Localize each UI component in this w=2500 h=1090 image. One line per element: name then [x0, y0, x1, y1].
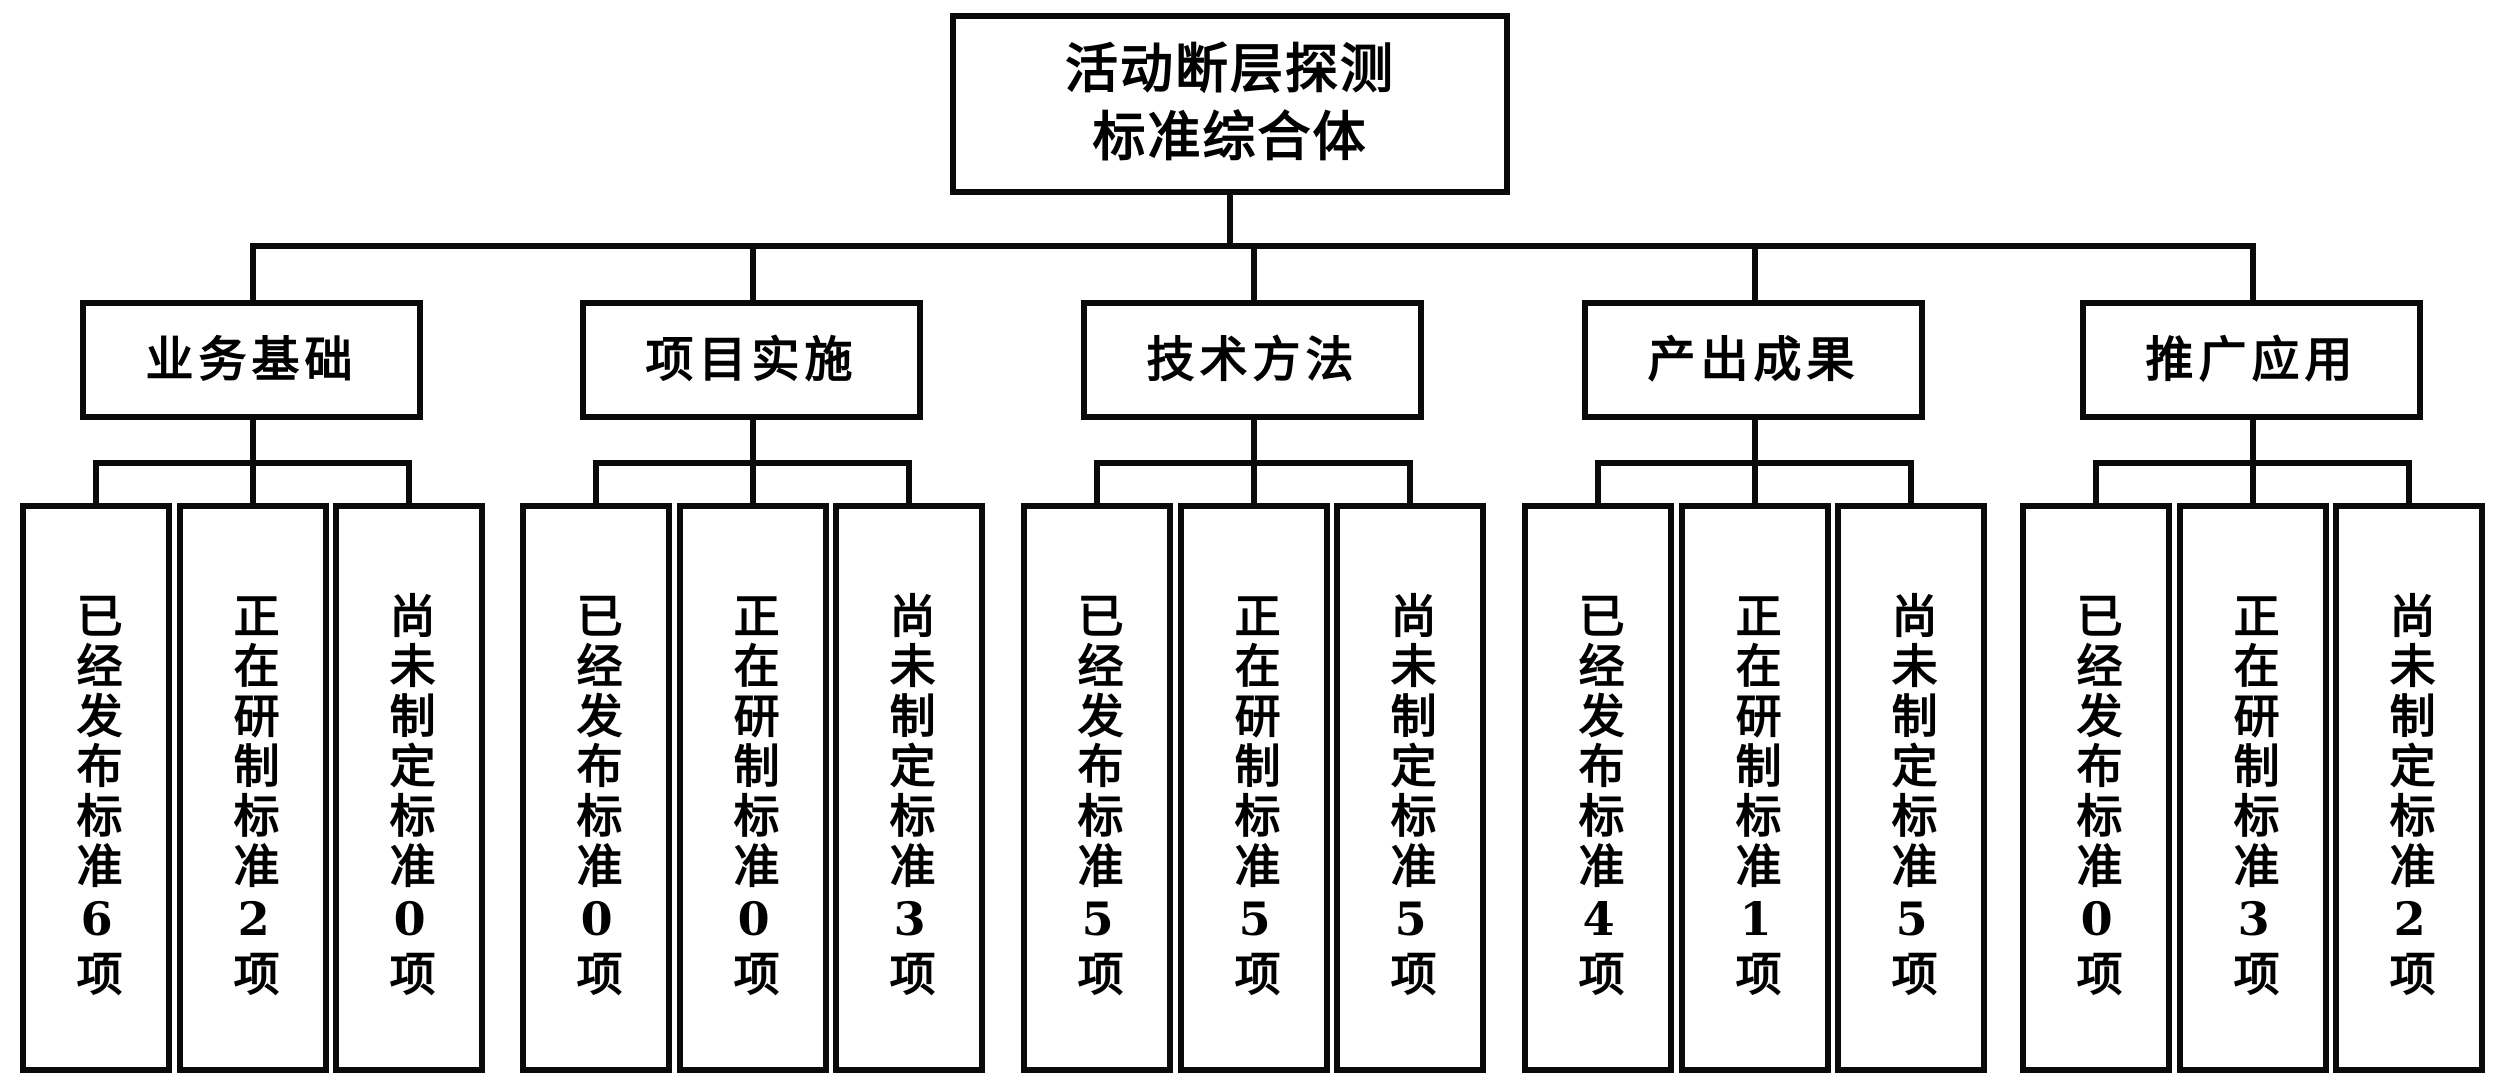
leaf-node-13-label: 已经发布标准0项	[2069, 592, 2124, 1000]
category-node-2[interactable]: 项目实施	[580, 300, 923, 420]
group3-drop-connector-3	[1407, 460, 1413, 506]
category-node-1[interactable]: 业务基础	[80, 300, 423, 420]
category-node-3-label: 技术方法	[1146, 332, 1359, 388]
category-node-1-label: 业务基础	[145, 332, 358, 388]
group5-drop-connector-1	[2093, 460, 2099, 506]
level1-drop-connector-3	[1251, 243, 1257, 303]
leaf-node-7-label: 已经发布标准5项	[1070, 592, 1125, 1000]
leaf-node-2[interactable]: 正在研制标准2项	[177, 503, 329, 1073]
group5-drop-connector-2	[2250, 460, 2256, 506]
leaf-node-1-label: 已经发布标准6项	[69, 592, 124, 1000]
leaf-node-8[interactable]: 正在研制标准5项	[1178, 503, 1330, 1073]
leaf-node-8-label: 正在研制标准5项	[1227, 592, 1282, 1000]
group4-drop-connector-3	[1908, 460, 1914, 506]
leaf-node-15[interactable]: 尚未制定标准2项	[2333, 503, 2485, 1073]
leaf-node-9-label: 尚未制定标准5项	[1383, 592, 1438, 1000]
group4-drop-connector-1	[1595, 460, 1601, 506]
level1-drop-connector-1	[250, 243, 256, 303]
leaf-node-13[interactable]: 已经发布标准0项	[2020, 503, 2172, 1073]
leaf-node-6-label: 尚未制定标准3项	[882, 592, 937, 1000]
leaf-node-10-label: 已经发布标准4项	[1571, 592, 1626, 1000]
leaf-node-12[interactable]: 尚未制定标准5项	[1835, 503, 1987, 1073]
group3-drop-connector-1	[1094, 460, 1100, 506]
leaf-node-14[interactable]: 正在研制标准3项	[2177, 503, 2329, 1073]
root-node-label: 活动断层探测 标准综合体	[1065, 38, 1395, 168]
leaf-node-4[interactable]: 已经发布标准0项	[520, 503, 672, 1073]
level1-drop-connector-2	[750, 243, 756, 303]
leaf-node-7[interactable]: 已经发布标准5项	[1021, 503, 1173, 1073]
leaf-node-6[interactable]: 尚未制定标准3项	[833, 503, 985, 1073]
level1-drop-connector-4	[1752, 243, 1758, 303]
category-node-5-label: 推广应用	[2145, 332, 2358, 388]
leaf-node-5-label: 正在研制标准0项	[726, 592, 781, 1000]
group2-drop-connector-2	[750, 460, 756, 506]
root-node[interactable]: 活动断层探测 标准综合体	[950, 13, 1510, 195]
leaf-node-4-label: 已经发布标准0项	[569, 592, 624, 1000]
category-node-3[interactable]: 技术方法	[1081, 300, 1424, 420]
group1-drop-connector-2	[250, 460, 256, 506]
group3-stem-connector	[1251, 418, 1257, 466]
group3-drop-connector-2	[1251, 460, 1257, 506]
group2-stem-connector	[750, 418, 756, 466]
level1-drop-connector-5	[2250, 243, 2256, 303]
group1-drop-connector-1	[93, 460, 99, 506]
leaf-node-5[interactable]: 正在研制标准0项	[677, 503, 829, 1073]
category-node-5[interactable]: 推广应用	[2080, 300, 2423, 420]
category-node-2-label: 项目实施	[645, 332, 858, 388]
category-node-4-label: 产出成果	[1647, 332, 1860, 388]
group2-drop-connector-1	[593, 460, 599, 506]
leaf-node-11-label: 正在研制标准1项	[1728, 592, 1783, 1000]
leaf-node-3[interactable]: 尚未制定标准0项	[333, 503, 485, 1073]
root-stem-connector	[1227, 195, 1233, 247]
group1-drop-connector-3	[406, 460, 412, 506]
group1-stem-connector	[250, 418, 256, 466]
leaf-node-1[interactable]: 已经发布标准6项	[20, 503, 172, 1073]
leaf-node-10[interactable]: 已经发布标准4项	[1522, 503, 1674, 1073]
leaf-node-12-label: 尚未制定标准5项	[1884, 592, 1939, 1000]
group4-stem-connector	[1752, 418, 1758, 466]
leaf-node-11[interactable]: 正在研制标准1项	[1679, 503, 1831, 1073]
leaf-node-9[interactable]: 尚未制定标准5项	[1334, 503, 1486, 1073]
group5-drop-connector-3	[2406, 460, 2412, 506]
category-node-4[interactable]: 产出成果	[1582, 300, 1925, 420]
leaf-node-3-label: 尚未制定标准0项	[382, 592, 437, 1000]
group4-drop-connector-2	[1752, 460, 1758, 506]
leaf-node-2-label: 正在研制标准2项	[226, 592, 281, 1000]
leaf-node-15-label: 尚未制定标准2项	[2382, 592, 2437, 1000]
leaf-node-14-label: 正在研制标准3项	[2226, 592, 2281, 1000]
group2-drop-connector-3	[906, 460, 912, 506]
group5-stem-connector	[2250, 418, 2256, 466]
